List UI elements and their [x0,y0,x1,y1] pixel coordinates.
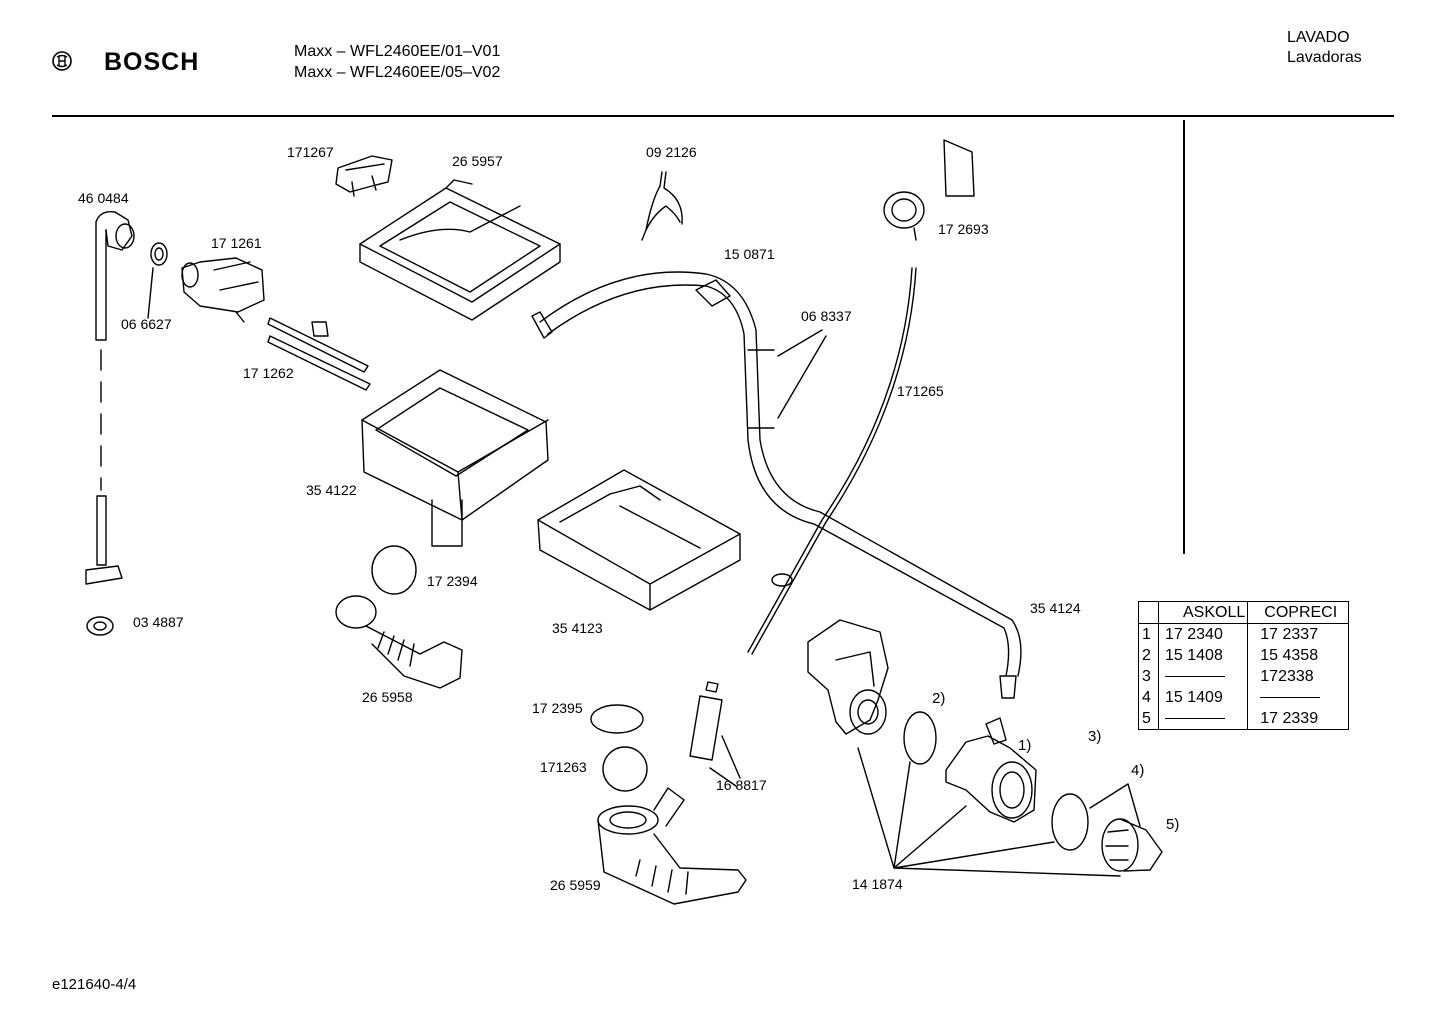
row-index: 1 [1138,623,1159,645]
table-row: 3 172338 [1138,666,1349,687]
fork-bracket-part [641,171,683,241]
washer-part [147,242,168,319]
empty-dash [1165,717,1225,719]
ball-part [602,746,648,792]
table-row: 4 15 1409 [1138,687,1349,708]
filter-insert-part [1101,818,1163,872]
copreci-cell: 17 2337 [1260,625,1319,643]
part-label: 26 5958 [362,689,413,705]
copreci-cell-empty [1248,687,1349,708]
tubes-part [267,317,371,391]
askoll-cell-empty [1158,666,1249,687]
table-row: 1 17 2340 17 2337 [1138,623,1349,645]
drain-hose-part [531,271,1022,699]
bellows-hose-part [335,595,463,689]
part-label: 26 5959 [550,877,601,893]
askoll-cell: 15 1408 [1158,645,1249,666]
part-label: 171267 [287,144,334,160]
part-label: 03 4887 [133,614,184,630]
sump-hose-part [597,787,747,905]
askoll-cell-empty [1158,708,1249,730]
callout-label: 2) [932,690,946,707]
category-subtitle: Lavadoras [1287,49,1362,66]
empty-dash [1260,696,1321,698]
part-label: 17 1262 [243,365,294,381]
model-line-1: Maxx – WFL2460EE/01–V01 [294,43,501,60]
table-header-copreci: COPRECI [1247,601,1349,624]
empty-dash [1165,675,1225,677]
part-label: 17 2394 [427,573,478,589]
copreci-cell: 15 4358 [1260,646,1319,664]
clip-part [335,155,393,197]
table-row: 5 17 2339 [1138,708,1349,730]
filter-seal-part [1051,793,1089,851]
part-label: 17 2395 [532,700,583,716]
pump-seal-part [903,711,937,765]
detergent-drawer-part [537,469,741,611]
copreci-cell: 17 2339 [1260,709,1319,727]
seal-ring-part [371,545,417,595]
pressure-switch-part [883,139,975,241]
part-label: 35 4123 [552,620,603,636]
row-index: 3 [1138,666,1159,687]
part-label: 171263 [540,759,587,775]
header-divider [52,115,1394,117]
callout-label: 1) [1018,737,1032,754]
bosch-logo-icon [52,51,72,71]
supplier-parts-table: ASKOLL COPRECI 1 17 2340 17 2337 2 15 14… [1138,601,1350,730]
dispenser-lid-part [359,179,561,321]
row-index: 4 [1138,687,1159,708]
part-label: 46 0484 [78,190,129,206]
sensor-part [689,681,741,787]
row-index: 5 [1138,708,1159,730]
table-row: 2 15 1408 15 4358 [1138,645,1349,666]
askoll-cell: 15 1409 [1158,687,1249,708]
part-label: 14 1874 [852,876,903,892]
pump-housing-part [945,717,1037,823]
pressure-tube-part [747,267,917,655]
part-label: 06 8337 [801,308,852,324]
vertical-divider [1183,120,1185,554]
part-label: 26 5957 [452,153,503,169]
callout-label: 5) [1166,816,1180,833]
row-index: 2 [1138,645,1159,666]
inlet-hose-part [85,211,135,585]
model-line-2: Maxx – WFL2460EE/05–V02 [294,64,501,81]
o-ring-part [590,704,644,734]
part-label: 171265 [897,383,944,399]
part-label: 17 1261 [211,235,262,251]
part-label: 06 6627 [121,316,172,332]
document-code: e121640-4/4 [52,976,137,993]
part-label: 16 8817 [716,777,767,793]
askoll-cell: 17 2340 [1158,623,1249,645]
brand-name: BOSCH [104,48,200,76]
category-title: LAVADO [1287,29,1350,46]
callout-label: 4) [1131,762,1145,779]
inlet-valve-part [181,257,265,323]
table-header-index [1138,601,1159,624]
part-label: 17 2693 [938,221,989,237]
copreci-cell: 172338 [1260,667,1314,685]
part-label: 35 4122 [306,482,357,498]
table-header-askoll: ASKOLL [1158,601,1249,624]
filter-cap-part [86,616,114,636]
callout-label: 3) [1088,728,1102,745]
part-label: 35 4124 [1030,600,1081,616]
dispenser-housing-part [361,369,549,547]
drain-pump-part [807,619,889,735]
part-label: 09 2126 [646,144,697,160]
part-label: 15 0871 [724,246,775,262]
